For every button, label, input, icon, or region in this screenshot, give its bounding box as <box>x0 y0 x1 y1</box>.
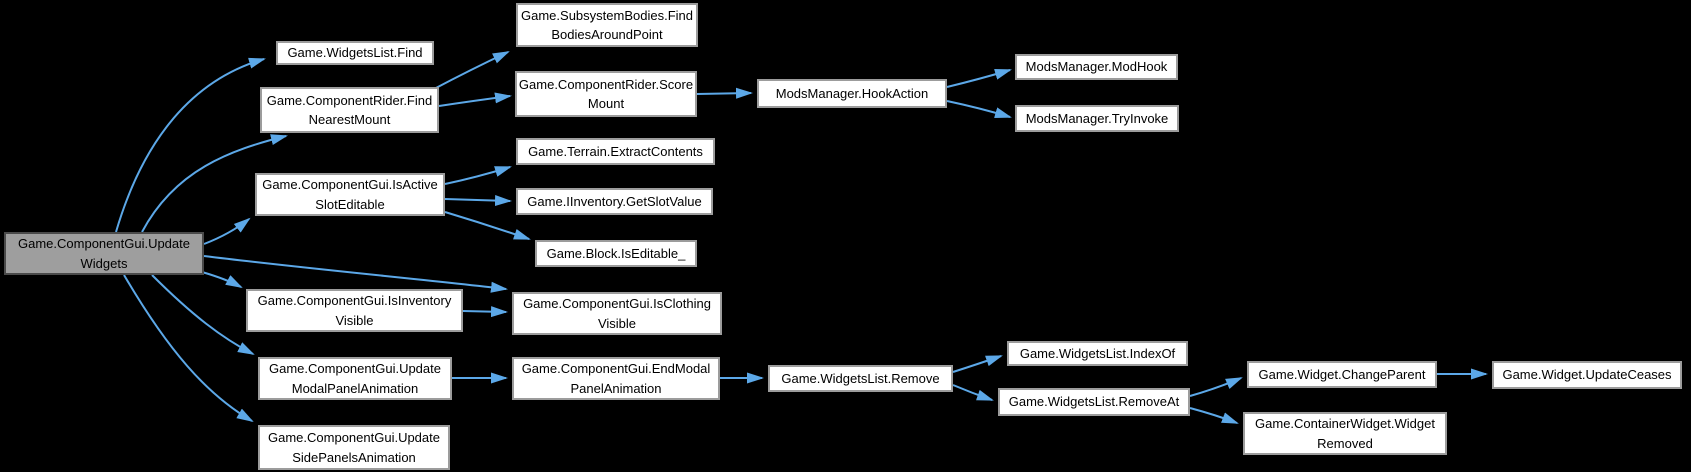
node-game-componentgui-updatewidgets: Game.ComponentGui.Update Widgets <box>4 232 204 275</box>
edge-updatewidgets-to-findnearestmount <box>141 134 288 233</box>
edge-isactivesloteditable-to-iseditable <box>444 211 531 240</box>
edge-remove-to-removeat <box>952 384 994 401</box>
node-game-componentrider-findnearestmount[interactable]: Game.ComponentRider.Find NearestMount <box>260 87 439 133</box>
edge-removeat-to-changeparent <box>1189 377 1243 397</box>
edge-isinventoryvisible-to-isclothingvisible <box>462 306 508 318</box>
node-game-componentgui-endmodalpanelanimation[interactable]: Game.ComponentGui.EndModal PanelAnimatio… <box>512 357 720 400</box>
node-game-componentgui-isactivesloteditable[interactable]: Game.ComponentGui.IsActive SlotEditable <box>255 173 445 216</box>
edge-scoremount-to-hookaction <box>696 87 753 99</box>
edge-updatewidgets-to-updatesidepanelsanimation <box>123 274 254 423</box>
node-game-widgetslist-removeat[interactable]: Game.WidgetsList.RemoveAt <box>998 388 1190 416</box>
edge-updatewidgets-to-isactivesloteditable <box>203 217 251 245</box>
node-game-componentrider-scoremount[interactable]: Game.ComponentRider.Score Mount <box>515 71 697 117</box>
node-modsmanager-hookaction[interactable]: ModsManager.HookAction <box>757 79 947 108</box>
node-game-componentgui-isclothingvisible[interactable]: Game.ComponentGui.IsClothing Visible <box>512 292 722 335</box>
edge-updatewidgets-to-isclothingvisible <box>203 255 508 293</box>
edge-updatewidgets-to-updatemodalpanelanimation <box>151 274 255 355</box>
node-game-componentgui-updatesidepanelsanimation[interactable]: Game.ComponentGui.Update SidePanelsAnima… <box>258 425 450 470</box>
node-game-containerwidget-widgetremoved[interactable]: Game.ContainerWidget.Widget Removed <box>1243 412 1447 455</box>
edge-findnearestmount-to-scoremount <box>438 92 512 107</box>
edge-isactivesloteditable-to-getslotvalue <box>444 195 512 207</box>
node-game-widget-updateceases[interactable]: Game.Widget.UpdateCeases <box>1492 361 1682 389</box>
edge-hookaction-to-tryinvoke <box>946 100 1012 118</box>
node-game-widget-changeparent[interactable]: Game.Widget.ChangeParent <box>1247 361 1437 388</box>
node-modsmanager-modhook[interactable]: ModsManager.ModHook <box>1015 54 1178 80</box>
node-game-componentgui-updatemodalpanelanimation[interactable]: Game.ComponentGui.Update ModalPanelAnima… <box>258 357 452 400</box>
node-game-widgetslist-remove[interactable]: Game.WidgetsList.Remove <box>768 365 953 392</box>
node-game-widgetslist-indexof[interactable]: Game.WidgetsList.IndexOf <box>1007 341 1188 366</box>
edge-isactivesloteditable-to-extractcontents <box>444 166 512 185</box>
node-game-subsystembodies-findbodiesaroundpoint[interactable]: Game.SubsystemBodies.Find BodiesAroundPo… <box>516 3 698 47</box>
edge-findnearestmount-to-findbodiesaroundpoint <box>433 51 510 90</box>
edge-updatewidgets-to-isinventoryvisible <box>201 271 243 288</box>
node-game-componentgui-isinventoryvisible[interactable]: Game.ComponentGui.IsInventory Visible <box>246 289 463 332</box>
edge-hookaction-to-modhook <box>946 69 1012 88</box>
node-game-terrain-extractcontents[interactable]: Game.Terrain.ExtractContents <box>516 138 715 165</box>
edge-updatewidgets-to-widgetslist-find <box>115 57 266 233</box>
node-game-iinventory-getslotvalue[interactable]: Game.IInventory.GetSlotValue <box>516 188 713 215</box>
edge-remove-to-indexof <box>952 355 1003 373</box>
node-game-block-iseditable[interactable]: Game.Block.IsEditable_ <box>535 240 697 267</box>
node-game-widgetslist-find[interactable]: Game.WidgetsList.Find <box>276 41 434 65</box>
node-modsmanager-tryinvoke[interactable]: ModsManager.TryInvoke <box>1015 105 1179 132</box>
edge-removeat-to-widgetremoved <box>1189 407 1239 424</box>
